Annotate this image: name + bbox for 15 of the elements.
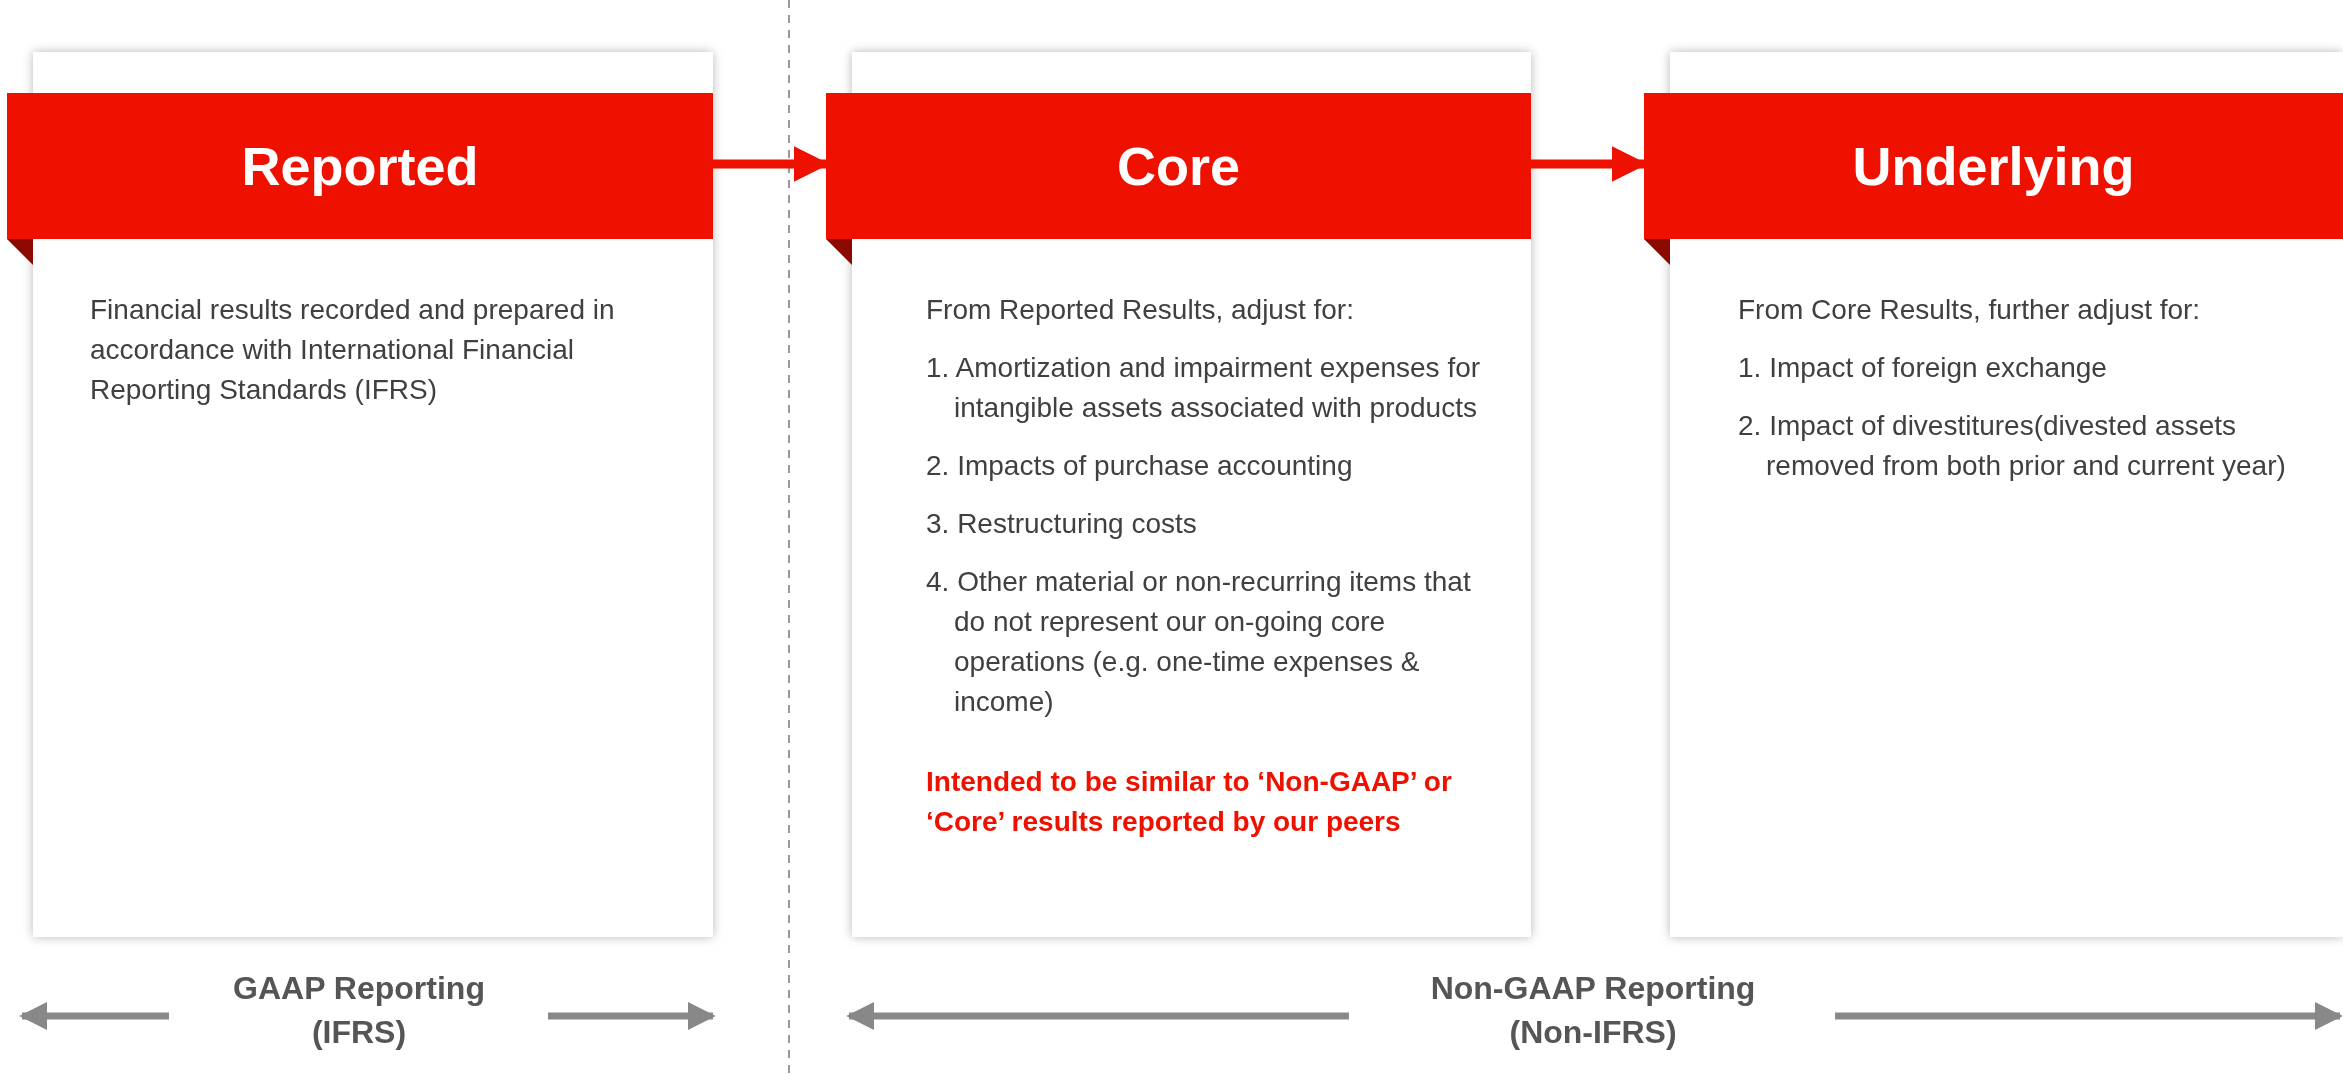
note-text: Intended to be similar to ‘Non-GAAP’ or ‘Core’ results reported by our peers (926, 765, 1453, 839)
list-item: 2. Impacts of purchase accounting (926, 449, 1354, 483)
section-label: GAAP Reporting (IFRS) (232, 969, 486, 1052)
section-label: Non-GAAP Reporting (Non-IFRS) (1429, 969, 1757, 1052)
heading-banner: Underlying (1644, 93, 2343, 239)
list-item: 3. Restructuring costs (926, 507, 1198, 541)
heading-banner: Reported (7, 93, 713, 239)
description-text: From Reported Results, adjust for: (926, 293, 1355, 327)
description-text: Financial results recorded and prepared in accordance with International Financial Reporting Standards (IFRS) (90, 293, 616, 407)
list-item: 2. Impact of divestitures(divested assets removed from both prior and current year) (1738, 409, 2287, 483)
list-item: 1. Impact of foreign exchange (1738, 351, 2108, 385)
description-text: From Core Results, further adjust for: (1738, 293, 2202, 327)
list-item: 4. Other material or non-recurring items that do not represent our on-going core operations (e.g. one-time expenses & income) (926, 565, 1472, 719)
list-item: 1. Amortization and impairment expenses for intangible assets associated with products (926, 351, 1482, 425)
heading-banner: Core (826, 93, 1531, 239)
